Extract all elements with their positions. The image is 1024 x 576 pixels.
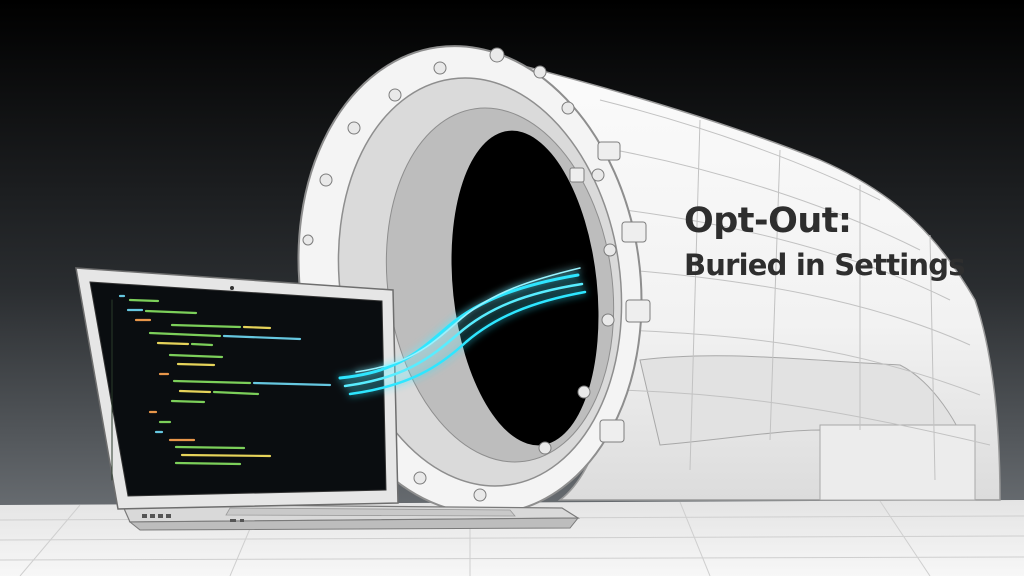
headline-line-2: Buried in Settings: [684, 248, 965, 282]
headline-line-1: Opt-Out:: [684, 201, 852, 241]
laptop-icon: [75, 267, 581, 531]
laptop-screen: [89, 281, 387, 497]
flange-bolts: [302, 47, 617, 502]
code-lines: [111, 294, 332, 481]
headline: Opt-Out: Buried in Settings: [684, 204, 965, 280]
data-stream-icon: [338, 267, 587, 396]
